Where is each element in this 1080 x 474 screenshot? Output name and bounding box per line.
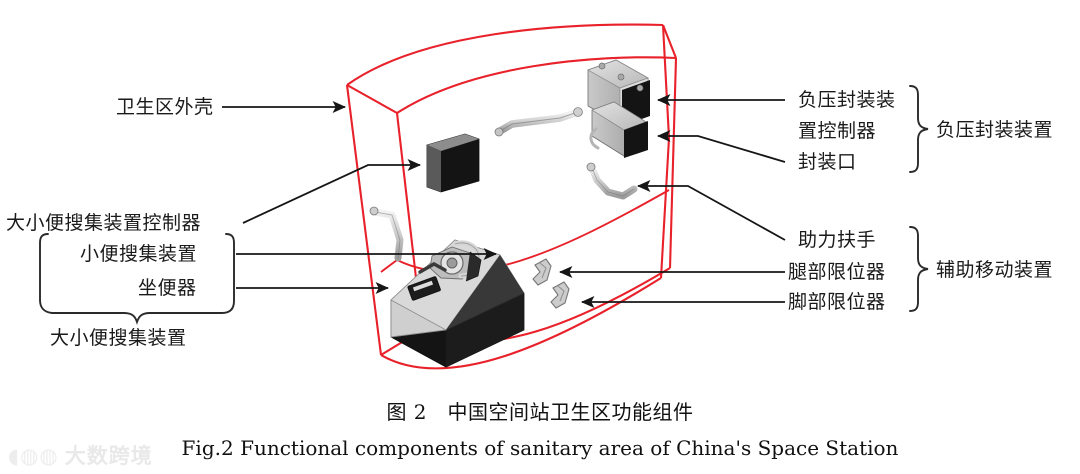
label-urine-collector: 小便搜集装置: [80, 243, 198, 265]
label-assist-handrail: 助力扶手: [798, 229, 877, 251]
watermark-logo-icon: ◖◍◍: [8, 444, 59, 468]
leg-restraint-part: [532, 258, 552, 286]
brace-mobility-group: [909, 226, 929, 312]
label-vacuum-packaging-controller-line1: 负压封装装: [798, 89, 896, 111]
toilet-seat-assembly-part: [390, 239, 525, 368]
label-sanitary-shell: 卫生区外壳: [116, 96, 214, 118]
leader-waste-controller: [242, 159, 422, 224]
leader-assist-handrail: [636, 180, 786, 241]
label-foot-restraint: 脚部限位器: [788, 291, 886, 313]
label-vacuum-packaging-group: 负压封装装置: [936, 119, 1054, 141]
label-waste-collection-controller: 大小便搜集装置控制器: [6, 212, 202, 234]
label-toilet-seat: 坐便器: [138, 277, 197, 299]
brace-vacuum-group: [909, 85, 929, 173]
brace-waste-group-shape: [39, 233, 235, 326]
leader-sealing-port: [656, 130, 786, 163]
label-sealing-port: 封装口: [798, 151, 857, 173]
waste-collection-controller-part: [426, 133, 480, 193]
urine-collector-part: [407, 240, 482, 301]
watermark: ◖◍◍大数跨境: [8, 440, 153, 470]
label-mobility-group: 辅助移动装置: [936, 259, 1054, 281]
assist-handrail-right-part: [586, 162, 638, 200]
assist-handrail-upper-part: [494, 107, 583, 137]
label-leg-restraint: 腿部限位器: [788, 261, 886, 283]
figure-caption-english: Fig.2 Functional components of sanitary …: [181, 436, 899, 460]
label-waste-collection-group: 大小便搜集装置: [50, 327, 187, 349]
assist-handrail-left-part: [369, 206, 404, 262]
label-vacuum-packaging-controller-line2: 置控制器: [798, 120, 877, 142]
foot-restraint-part: [550, 281, 570, 309]
sealing-port-part: [589, 101, 648, 158]
watermark-text: 大数跨境: [64, 444, 153, 468]
figure-caption-chinese: 图 2 中国空间站卫生区功能组件: [386, 400, 694, 424]
